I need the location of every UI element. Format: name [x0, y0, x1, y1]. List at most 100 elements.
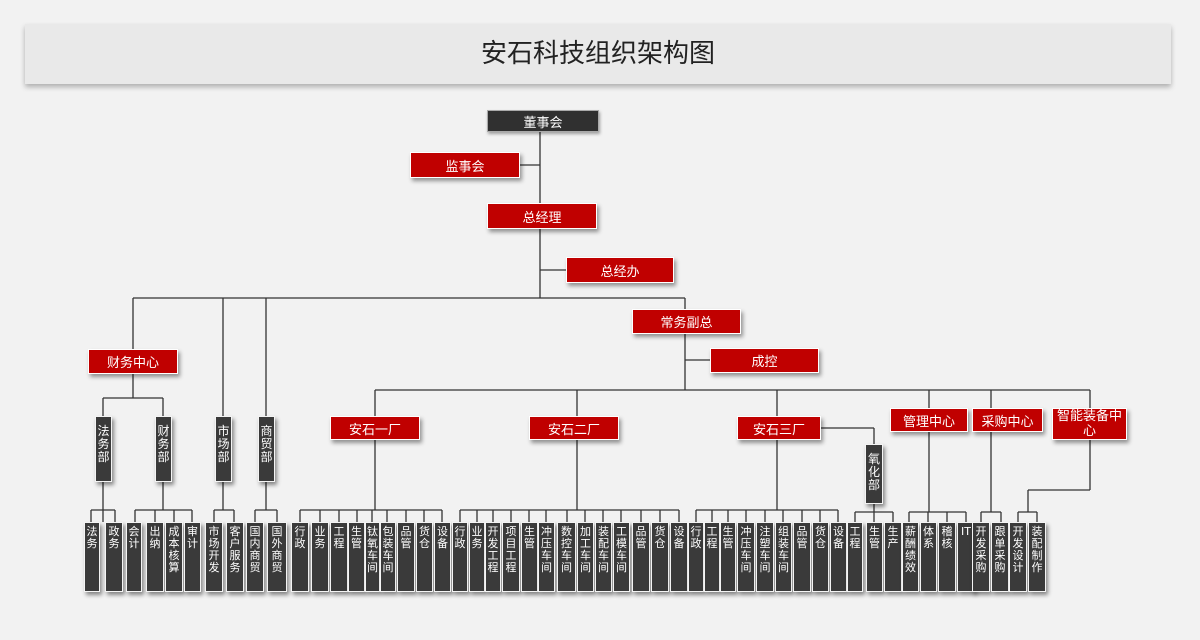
unit-label: 装配车间 — [598, 525, 609, 574]
dept-finance: 财务部 — [155, 416, 172, 482]
dept-oxidation: 氧化部 — [865, 444, 883, 504]
unit-box: 钛氧车间 — [365, 522, 380, 592]
unit-label: 工程 — [333, 525, 345, 550]
unit-box: 工程 — [847, 522, 863, 592]
unit-label: 行政 — [454, 525, 466, 550]
unit-label: 开发设计 — [1012, 525, 1024, 574]
node-smart-center: 智能装备中心 — [1052, 408, 1127, 440]
unit-box: 法务 — [84, 522, 100, 592]
node-supervisors: 监事会 — [410, 152, 520, 178]
unit-box: 开发设计 — [1009, 522, 1027, 592]
unit-box: 开发工程 — [485, 522, 501, 592]
unit-box: 跟单采购 — [991, 522, 1009, 592]
unit-box: 货仓 — [651, 522, 669, 592]
node-finance-center: 财务中心 — [88, 349, 178, 374]
unit-box: 冲压车间 — [538, 522, 555, 592]
unit-label: 行政 — [294, 525, 306, 550]
unit-box: 行政 — [688, 522, 704, 592]
unit-label: 装配制作 — [1031, 525, 1043, 574]
node-purchase-center: 采购中心 — [972, 408, 1043, 432]
unit-box: 国内商贸 — [246, 522, 264, 592]
unit-label: 生管 — [524, 525, 535, 550]
unit-box: 审计 — [184, 522, 201, 592]
unit-label: 钛氧车间 — [367, 525, 378, 574]
unit-box: 生管 — [720, 522, 736, 592]
unit-box: 成本核算 — [165, 522, 183, 592]
unit-box: 行政 — [291, 522, 309, 592]
unit-box: 装配制作 — [1028, 522, 1046, 592]
unit-label: 工程 — [706, 525, 718, 550]
unit-label: 项目工程 — [505, 525, 517, 574]
unit-box: 货仓 — [416, 522, 433, 592]
unit-label: 组装车间 — [778, 525, 789, 574]
unit-box: 品管 — [632, 522, 650, 592]
unit-box: 会计 — [126, 522, 142, 592]
unit-label: 成本核算 — [168, 525, 180, 574]
unit-box: 工程 — [704, 522, 720, 592]
unit-label: 开发采购 — [975, 525, 987, 574]
unit-label: 注塑车间 — [759, 525, 771, 574]
unit-label: 稽核 — [941, 525, 953, 550]
unit-box: 品管 — [793, 522, 811, 592]
unit-label: 货仓 — [654, 525, 666, 550]
unit-box: 工程 — [330, 522, 348, 592]
unit-label: 冲压车间 — [740, 525, 752, 574]
unit-label: 业务 — [314, 525, 326, 550]
unit-label: 设备 — [437, 525, 448, 550]
unit-box: 生管 — [348, 522, 365, 592]
unit-box: 设备 — [670, 522, 688, 592]
unit-box: 国外商贸 — [267, 522, 287, 592]
unit-label: 加工车间 — [580, 525, 591, 574]
unit-box: 生管 — [521, 522, 538, 592]
unit-label: 工模车间 — [616, 525, 627, 574]
node-mgmt-center: 管理中心 — [890, 408, 968, 432]
node-board: 董事会 — [487, 110, 599, 132]
unit-label: 冲压车间 — [541, 525, 552, 574]
unit-box: 数控车间 — [557, 522, 576, 592]
unit-box: 设备 — [830, 522, 847, 592]
unit-label: 品管 — [635, 525, 647, 550]
unit-box: 生管 — [866, 522, 883, 592]
node-plant1: 安石一厂 — [330, 416, 420, 440]
unit-label: 设备 — [833, 525, 844, 550]
unit-box: 客户服务 — [226, 522, 244, 592]
unit-box: 品管 — [397, 522, 415, 592]
unit-box: 货仓 — [812, 522, 829, 592]
unit-label: 生产 — [887, 525, 899, 550]
unit-label: 客户服务 — [229, 525, 241, 574]
unit-label: 政务 — [108, 525, 120, 550]
unit-label: 设备 — [673, 525, 685, 550]
node-plant3: 安石三厂 — [737, 416, 821, 440]
unit-label: 体系 — [923, 525, 934, 550]
unit-label: IT — [961, 525, 971, 538]
unit-label: 品管 — [796, 525, 808, 550]
unit-label: 生管 — [722, 525, 734, 550]
unit-box: 薪酬绩效 — [902, 522, 919, 592]
unit-box: 冲压车间 — [737, 522, 755, 592]
unit-box: 政务 — [105, 522, 123, 592]
unit-box: 注塑车间 — [756, 522, 774, 592]
unit-box: 项目工程 — [502, 522, 520, 592]
unit-label: 开发工程 — [487, 525, 499, 574]
unit-box: 体系 — [920, 522, 937, 592]
unit-label: 薪酬绩效 — [905, 525, 916, 574]
chart-title: 安石科技组织架构图 — [25, 24, 1171, 84]
dept-legal: 法务部 — [95, 416, 112, 482]
unit-label: 生管 — [869, 525, 880, 550]
unit-label: 审计 — [187, 525, 198, 550]
node-cost-control: 成控 — [710, 348, 819, 373]
unit-label: 包装车间 — [382, 525, 394, 574]
unit-box: 包装车间 — [380, 522, 396, 592]
node-evp: 常务副总 — [632, 309, 741, 334]
unit-label: 出纳 — [149, 525, 161, 550]
unit-label: 货仓 — [815, 525, 826, 550]
unit-box: 行政 — [452, 522, 468, 592]
node-gm: 总经理 — [487, 203, 597, 229]
unit-label: 会计 — [128, 525, 140, 550]
dept-market: 市场部 — [215, 416, 232, 482]
unit-label: 数控车间 — [561, 525, 572, 574]
unit-box: 开发采购 — [972, 522, 990, 592]
unit-label: 国内商贸 — [249, 525, 261, 574]
unit-box: 出纳 — [146, 522, 164, 592]
